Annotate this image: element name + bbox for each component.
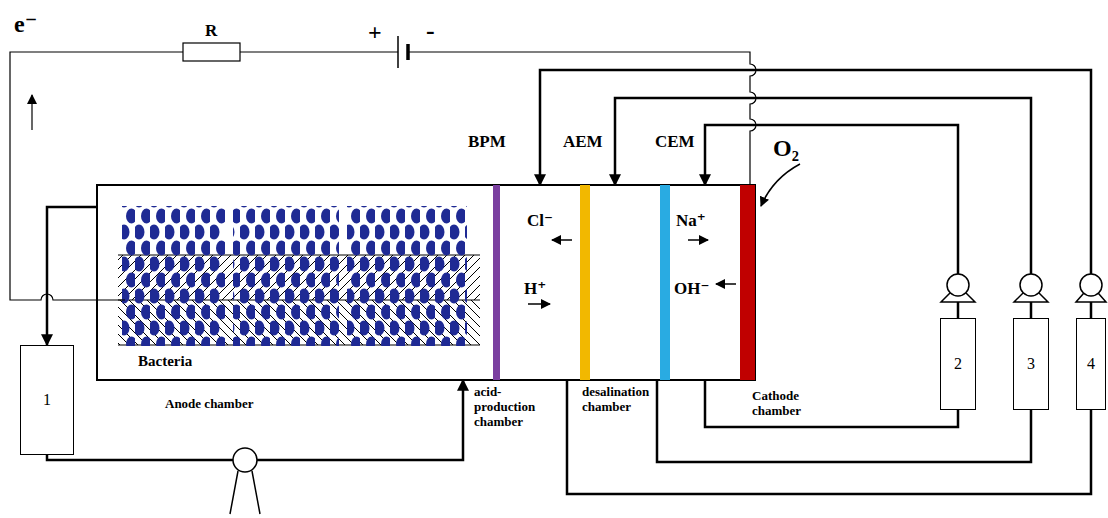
resistor-label: R bbox=[205, 22, 217, 39]
ion-label: OH⁻ bbox=[674, 280, 709, 297]
callout-number: 1 bbox=[43, 392, 51, 408]
polarity-sign: - bbox=[426, 18, 435, 44]
bacteria-cluster bbox=[347, 206, 467, 346]
battery-symbol bbox=[397, 36, 399, 68]
anion-membrane bbox=[580, 185, 590, 380]
chamber-label: desalination chamber bbox=[582, 384, 656, 414]
callout-number: 3 bbox=[1027, 356, 1035, 372]
anode-chamber: Anode chamber bbox=[97, 185, 493, 380]
pump-symbol bbox=[230, 471, 260, 514]
ion-label: Na⁺ bbox=[676, 212, 706, 229]
ion-label: H⁺ bbox=[524, 280, 546, 297]
flow-pipe bbox=[47, 207, 97, 345]
membrane-label: AEM bbox=[563, 133, 603, 150]
electron-label: e⁻ bbox=[14, 12, 37, 36]
cation-membrane bbox=[660, 185, 670, 380]
ion-arrow bbox=[552, 239, 572, 241]
circuit-wire bbox=[10, 52, 756, 300]
desalination-chamber: desalination chamber bbox=[590, 185, 660, 380]
polarity-sign: + bbox=[368, 20, 382, 44]
resistor-symbol bbox=[183, 43, 240, 61]
pump-symbol bbox=[233, 448, 257, 472]
ion-label: Cl⁻ bbox=[527, 212, 553, 229]
oxygen-arrow bbox=[761, 164, 800, 206]
bacteria-cluster bbox=[233, 206, 339, 346]
ion-arrow bbox=[528, 303, 550, 305]
reservoir-box: 3 bbox=[1013, 318, 1049, 410]
flow-pipe bbox=[615, 98, 1031, 318]
battery-symbol bbox=[406, 44, 410, 60]
flow-pipe bbox=[47, 380, 463, 460]
bacteria-label: Bacteria bbox=[138, 354, 192, 369]
bacteria-cluster bbox=[122, 206, 225, 346]
oxygen-label: O₂ bbox=[773, 136, 799, 160]
callout-number: 2 bbox=[954, 356, 962, 372]
flow-pipe bbox=[540, 70, 1091, 318]
callout-number: 4 bbox=[1087, 356, 1095, 372]
ion-arrow bbox=[716, 283, 736, 285]
membrane-label: BPM bbox=[468, 133, 506, 150]
ion-arrow bbox=[688, 239, 708, 241]
chamber-label: Anode chamber bbox=[165, 396, 253, 411]
reservoir-box: 4 bbox=[1076, 318, 1106, 410]
cathode-electrode bbox=[740, 185, 755, 380]
pump-symbol bbox=[1020, 274, 1042, 296]
reservoir-box: 1 bbox=[20, 345, 74, 455]
chamber-label: acid-production chamber bbox=[474, 384, 550, 429]
reactor-outline bbox=[97, 185, 755, 380]
membrane-label: CEM bbox=[655, 133, 695, 150]
reservoir-box: 2 bbox=[940, 318, 976, 410]
flow-pipe bbox=[705, 380, 958, 427]
chamber-label: Cathode chamber bbox=[752, 388, 814, 418]
electron-arrow bbox=[31, 95, 32, 130]
pump-symbol bbox=[947, 274, 969, 296]
pump-symbol bbox=[1080, 274, 1102, 296]
flow-pipe bbox=[705, 125, 958, 318]
bipolar-membrane bbox=[493, 185, 500, 380]
